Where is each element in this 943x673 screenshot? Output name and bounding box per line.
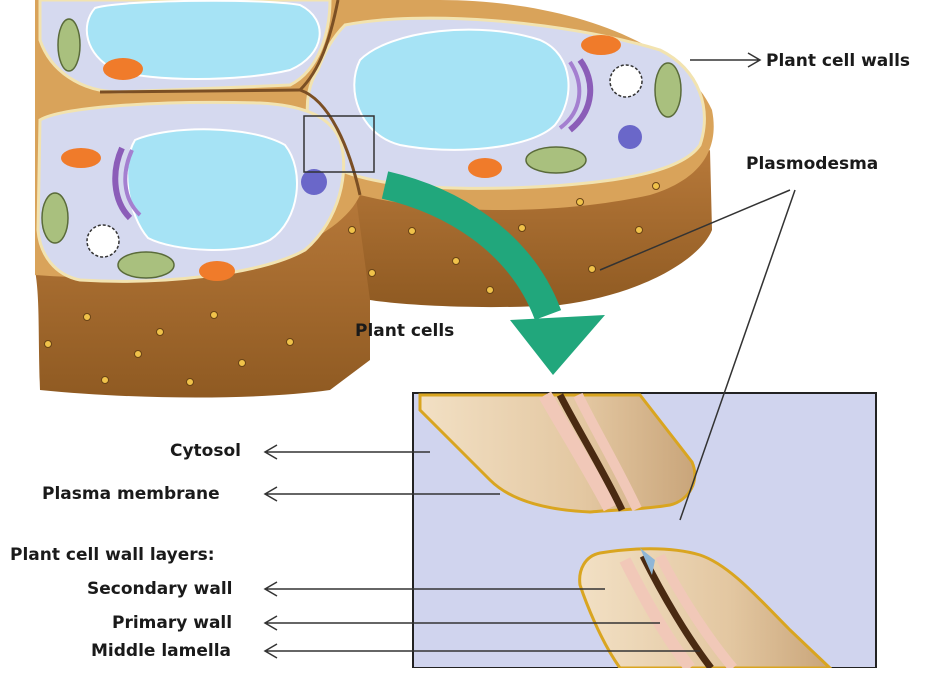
leader-cytosol — [265, 445, 430, 459]
label-plant-cell-walls: Plant cell walls — [766, 51, 910, 71]
mitochondrion-1 — [103, 58, 143, 80]
mitochondrion-4 — [61, 148, 101, 168]
label-middle-lamella: Middle lamella — [91, 641, 231, 661]
cell-wall-line-a — [100, 90, 300, 92]
vacuole-right — [354, 30, 568, 150]
vacuole-bottom — [127, 129, 297, 250]
leader-plant-cell-walls — [690, 53, 760, 67]
mitochondrion-3 — [468, 158, 502, 178]
mitochondrion-2 — [581, 35, 621, 55]
ribosome-cluster-left — [301, 169, 327, 195]
chloroplast-2 — [655, 63, 681, 117]
chloroplast-4 — [42, 193, 68, 243]
inset-wall-detail — [413, 393, 876, 668]
chloroplast-1 — [58, 19, 80, 71]
label-plant-cells: Plant cells — [355, 321, 454, 341]
ribosome-cluster-right — [618, 125, 642, 149]
chloroplast-3 — [526, 147, 586, 173]
label-plasmodesma: Plasmodesma — [746, 154, 878, 174]
mitochondrion-5 — [199, 261, 235, 281]
label-secondary-wall: Secondary wall — [87, 579, 233, 599]
vesicle-left — [87, 225, 119, 257]
vesicle-right — [610, 65, 642, 97]
label-plasma-membrane: Plasma membrane — [42, 484, 220, 504]
label-cytosol: Cytosol — [170, 441, 241, 461]
chloroplast-5 — [118, 252, 174, 278]
label-primary-wall: Primary wall — [112, 613, 232, 633]
label-plant-cell-wall-layers: Plant cell wall layers: — [10, 545, 215, 565]
